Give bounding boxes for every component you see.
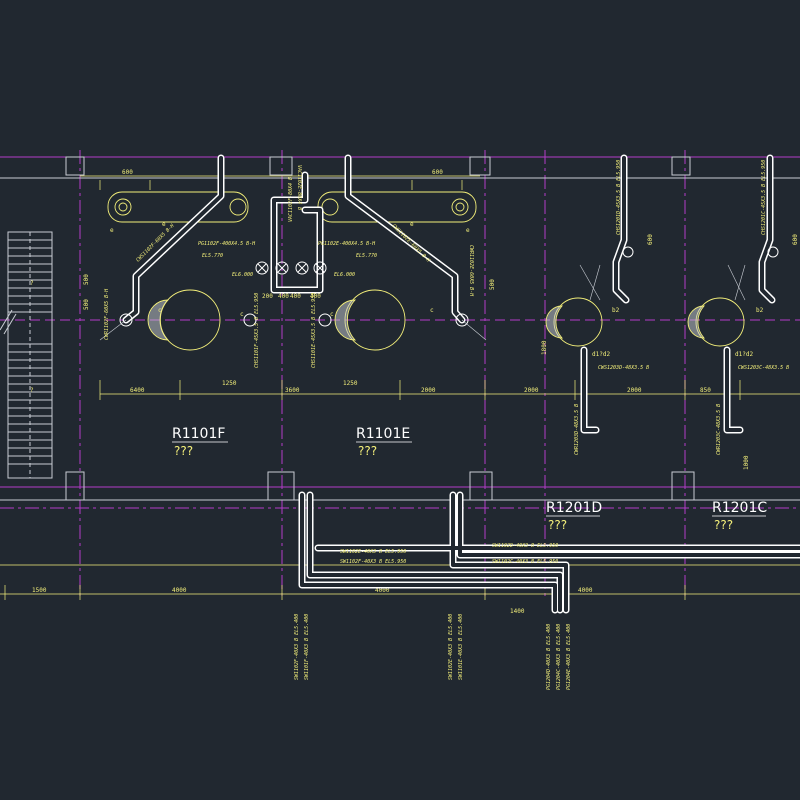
dim-small-1: 400: [278, 293, 289, 300]
equipment-tag-r1201c[interactable]: R1201C ???: [712, 500, 767, 532]
pipe-label-sw1102e-v: SW1102E-40X3 B EL5.400: [448, 614, 454, 680]
valves: [119, 246, 779, 327]
pipe-label-pg1102f: PG1102F-400X4.5 B-H: [198, 241, 256, 247]
dim-small-10: 1400: [510, 608, 525, 615]
dimension-lines: [0, 175, 800, 600]
pipe-label-vac1102e: VAC1102E-80X4 B: [296, 165, 302, 210]
dim-small-8: 600: [647, 234, 654, 245]
pipe-label-cwr1203d: CWR1203D-48X3.5 B: [574, 404, 580, 455]
pipe-label-sw1102e-h: SW1102E-40X3 B EL5.950: [340, 549, 406, 555]
grid-lines: [0, 150, 800, 600]
stair: [0, 231, 53, 479]
pipe-label-cwr1102f: CWR1102F-60X5 B-H: [104, 288, 110, 340]
pipe-label-sw1102f-h: SW1102F-40X3 B EL5.950: [340, 559, 406, 565]
pipe-label-el6-1: EL6.000: [232, 272, 253, 278]
pipe-label-cws1203c: CWS1203C-48X3.5 B: [738, 365, 789, 371]
pipe-label-pg1102e: PG1102E-400X4.5 B-H: [318, 241, 376, 247]
mark-d1d2-2: d1?d2: [735, 351, 753, 358]
equipment-tag-sub: ???: [714, 518, 733, 532]
equipment-tag-sub: ???: [358, 444, 377, 458]
mark-e-2: e: [162, 221, 166, 228]
dim-top-1: 600: [122, 169, 133, 176]
dim-small-12: 1000: [743, 455, 750, 470]
pipe-label-chs1201d: CHS1201D-45X3.5 B EL5.950: [616, 160, 622, 235]
dim-mid-7: 2000: [627, 387, 642, 394]
dim-mid-6: 2000: [524, 387, 539, 394]
equipment-tag-label: R1101E: [356, 426, 410, 442]
pipe-label-sw1102f-v: SW1102F-40X3 B EL5.400: [294, 614, 300, 680]
vessel-spheres: [147, 289, 745, 351]
dim-small-3: 400: [310, 293, 321, 300]
leader-lines: [99, 264, 746, 341]
pipe-label-pg1204e: PG1204E-40X3 B EL5.400: [566, 624, 572, 690]
pipe-label-sw1101e-v: SW1101E-40X3 B EL5.400: [458, 614, 464, 680]
dim-bot-4: 4000: [578, 587, 593, 594]
mark-b2-2: b2: [756, 307, 764, 314]
dim-top-2: 600: [432, 169, 443, 176]
dim-small-2: 400: [290, 293, 301, 300]
pipe-label-vac1102f: VAC1102F-80X4 B: [288, 177, 294, 222]
pipe-label-pg1204d: PG1204D-40X3 B EL5.400: [546, 624, 552, 690]
mark-b2-1: b2: [612, 307, 620, 314]
pipe-label-pg1204c: PG1204C-40X3 B EL5.400: [556, 624, 562, 690]
dim-bot-2: 4000: [172, 587, 187, 594]
mark-c-1: c: [158, 307, 162, 314]
pipe-label-cwr1102e: CWR1102E-60X5 B-H: [468, 245, 474, 297]
mark-c-4: c: [430, 307, 434, 314]
pipe-label-chs1101e: CHS1101E-45X3.5 B EL5.950: [311, 293, 317, 368]
dim-small-9: 600: [792, 234, 799, 245]
equipment-tag-label: R1201D: [546, 500, 602, 516]
pipe-label-chs1201c: CHS1201C-45X3.5 B EL5.950: [761, 160, 767, 235]
equipment-tag-sub: ???: [174, 444, 193, 458]
mark-c-2: c: [240, 311, 244, 318]
dim-mid-5: 2000: [421, 387, 436, 394]
mark-e-1: e: [110, 227, 114, 234]
pipe-label-cws1203d: CWS1203D-48X3.5 B: [598, 365, 649, 371]
mark-e-4: e: [466, 227, 470, 234]
equipment-tag-sub: ???: [548, 518, 567, 532]
dim-small-7: 500: [489, 279, 496, 290]
pipe-label-chs1101f: CHS1101F-45X3.5 B EL5.950: [254, 293, 260, 368]
pipe-label-cws1102e: CWS1102E-60X5 B-H: [391, 223, 432, 264]
pipe-label-el6-2: EL6.000: [334, 272, 355, 278]
pipe-label-sw1102c-h: SW1102C-40X3 B EL5.950: [492, 559, 558, 565]
equipment-tag-label: R1201C: [712, 500, 767, 516]
mark-c-3: c: [330, 311, 334, 318]
pipe-label-el-left: EL5.770: [202, 253, 223, 259]
equipment-tag-label: R1101F: [172, 426, 225, 442]
dim-small-4: 200: [262, 293, 273, 300]
pipes: [122, 154, 800, 614]
stair-mark-2: ?: [30, 387, 34, 394]
pipe-label-sw1101f-v: SW1101F-40X3 B EL5.400: [304, 614, 310, 680]
dim-small-5: 500: [83, 274, 90, 285]
mark-e-3: e: [410, 221, 414, 228]
pipe-label-cwr1203c: CWR1203C-48X3.5 B: [716, 404, 722, 455]
equipment-tag-r1101f[interactable]: R1101F ???: [172, 426, 228, 458]
equipment-tag-r1101e[interactable]: R1101E ???: [356, 426, 412, 458]
pipe-label-el-mid: EL5.770: [356, 253, 377, 259]
equipment-tag-r1201d[interactable]: R1201D ???: [546, 500, 602, 532]
mark-d1d2-1: d1?d2: [592, 351, 610, 358]
dim-mid-3: 3600: [285, 387, 300, 394]
dim-bot-3: 4000: [375, 587, 390, 594]
dim-bot-1: 1500: [32, 587, 47, 594]
dim-mid-2: 1250: [222, 380, 237, 387]
dim-mid-4: 1250: [343, 380, 358, 387]
dim-small-6: 500: [83, 299, 90, 310]
dim-mid-8: 850: [700, 387, 711, 394]
stair-mark-1: ?: [30, 280, 34, 287]
structural-columns: [0, 156, 800, 501]
pipe-label-sw1102d-h: SW1102D-40X3 B EL5.950: [492, 543, 558, 549]
dim-small-11: 1800: [541, 340, 548, 355]
dim-mid-1: 6400: [130, 387, 145, 394]
